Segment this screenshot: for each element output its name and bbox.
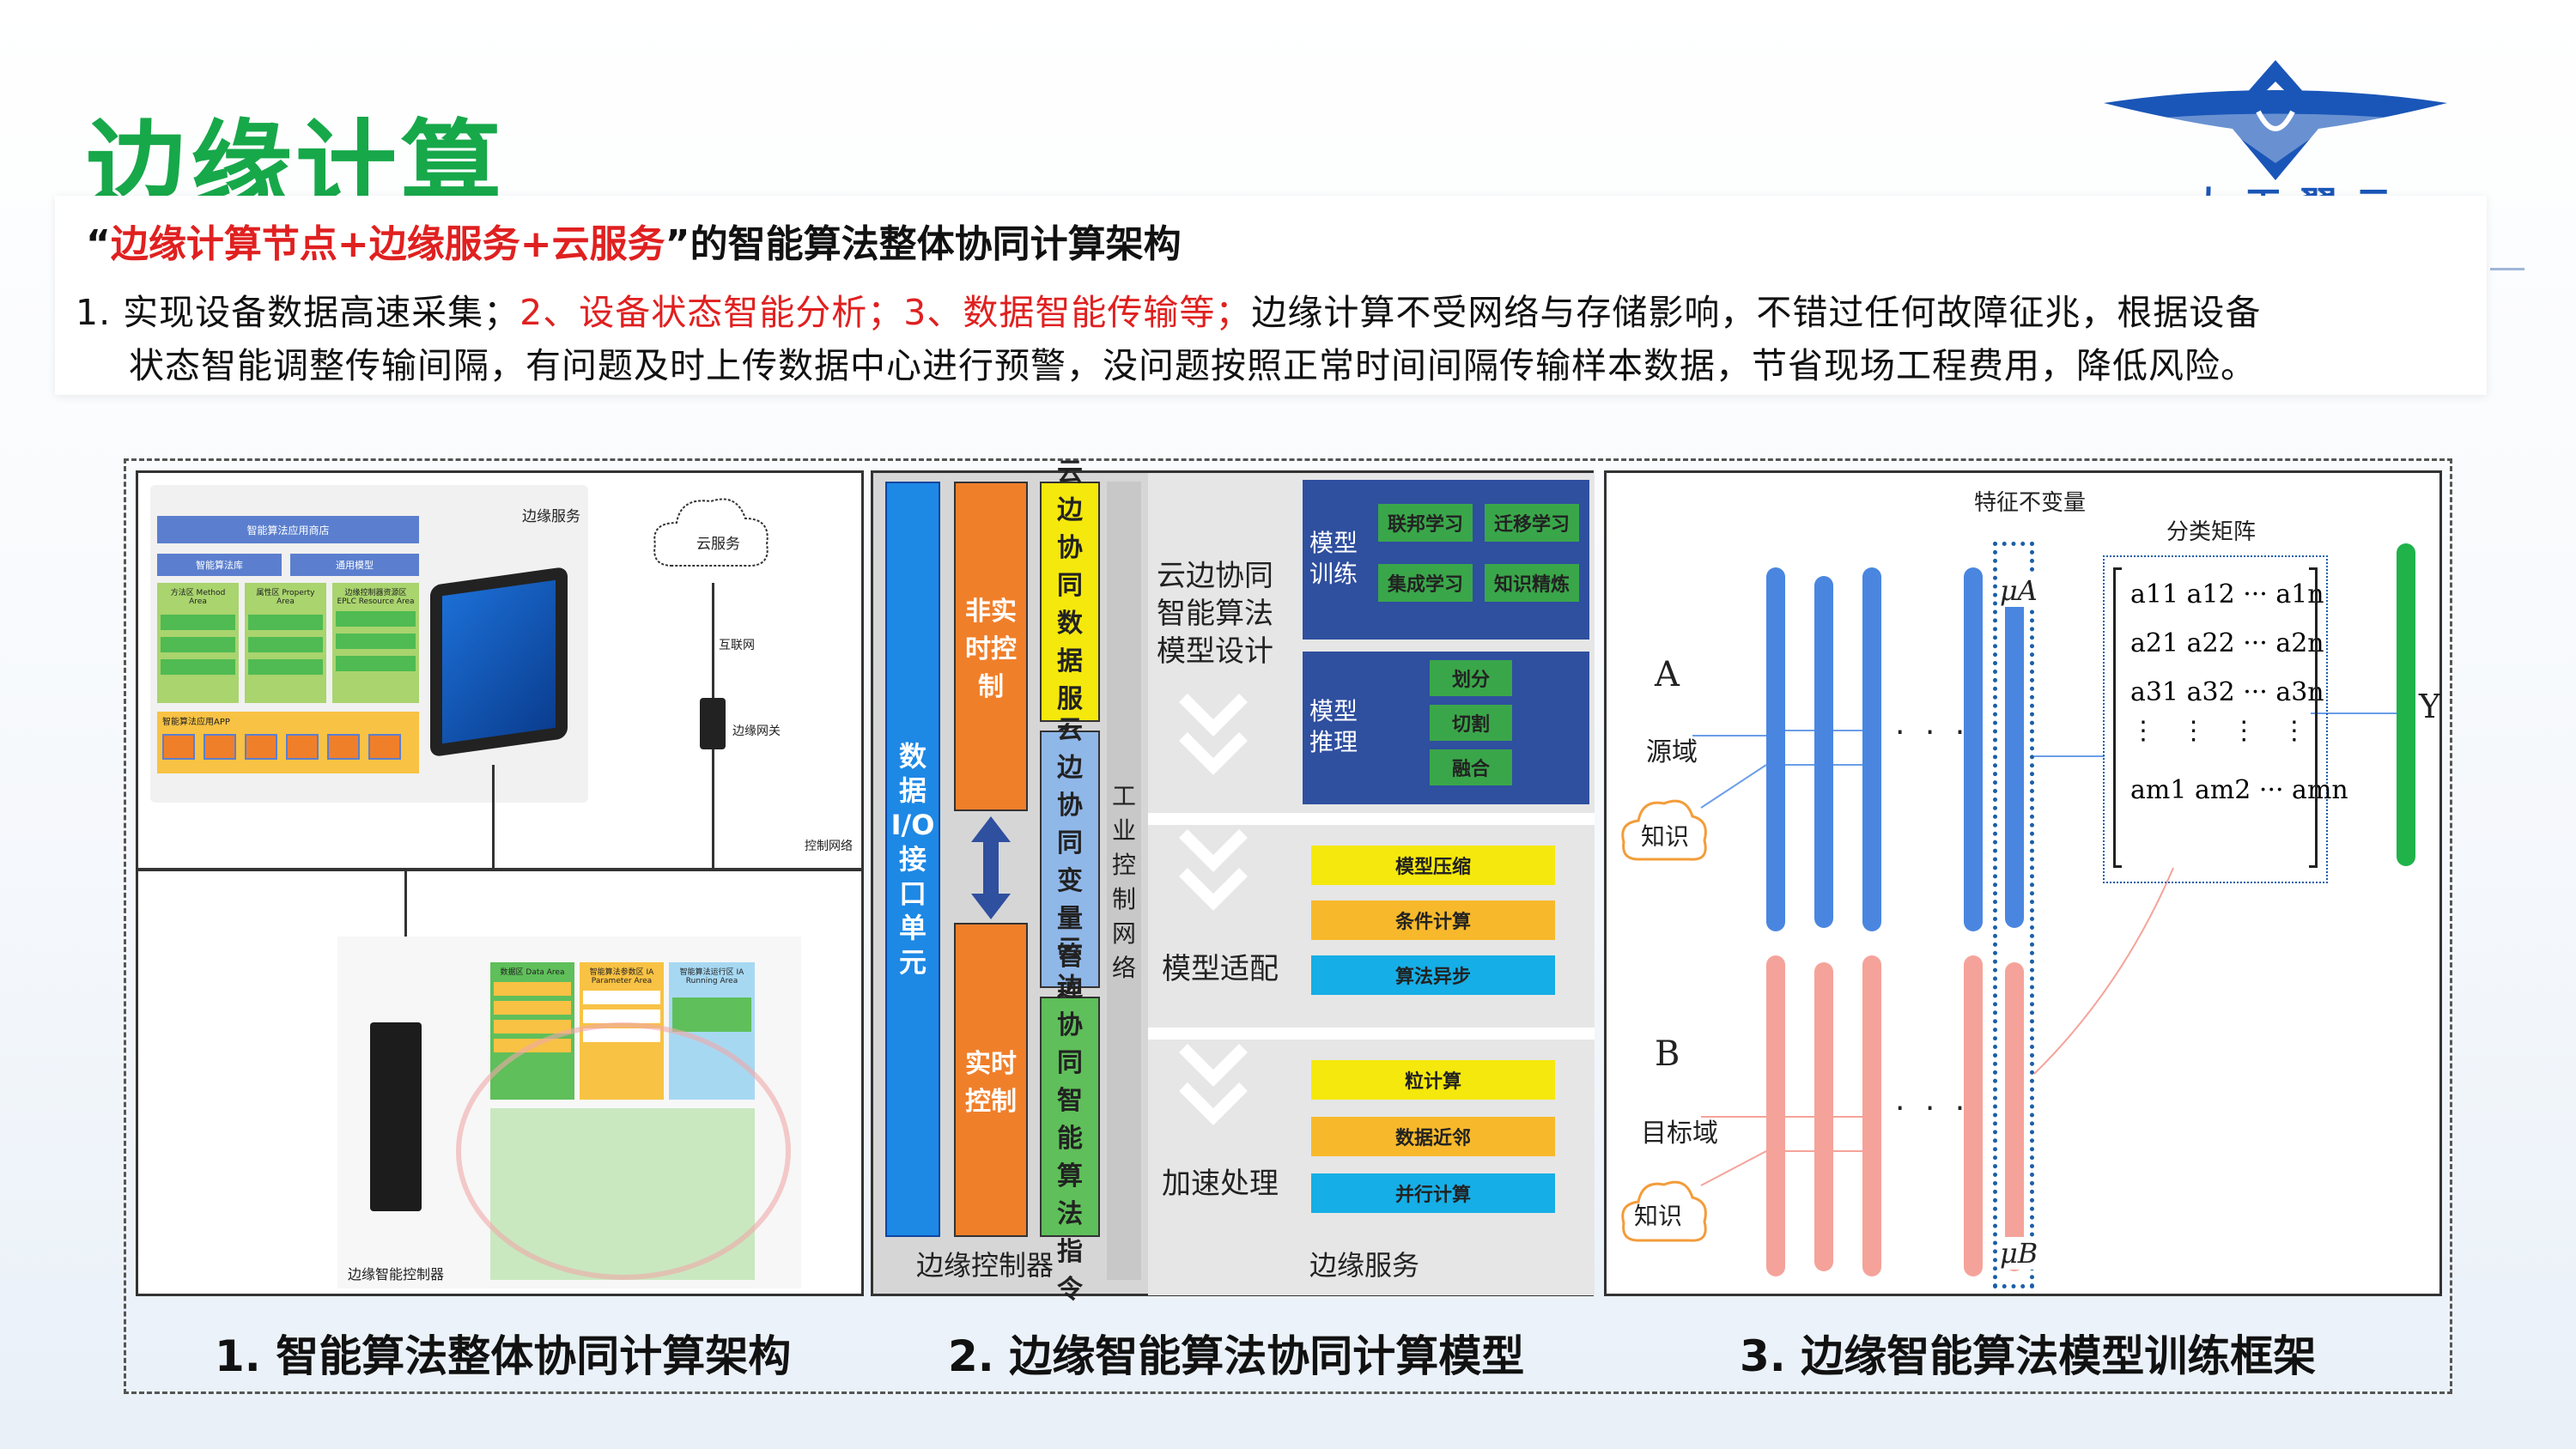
split-box: 划分: [1430, 660, 1512, 696]
industrial-network-box: 工业控制网络: [1107, 482, 1141, 1280]
adapt-label: 模型适配: [1162, 945, 1279, 987]
chevron-arrow-2: [1179, 825, 1248, 937]
async-box: 算法异步: [1311, 955, 1555, 995]
bidirectional-arrow: [971, 816, 1011, 919]
algo-models-bar: 智能算法库: [157, 554, 282, 576]
internet-line: [712, 583, 714, 710]
conditional-box: 条件计算: [1311, 900, 1555, 940]
output-label: Y: [2419, 688, 2440, 725]
app-area-label: 智能算法应用APP: [162, 714, 414, 727]
description-line-1: 1. 实现设备数据高速采集；2、设备状态智能分析；3、数据智能传输等；边缘计算不…: [76, 283, 2261, 335]
matrix-row-3: a31 a32 ··· a3n: [2130, 677, 2316, 707]
gateway-label: 边缘网关: [732, 722, 781, 739]
gateway-line: [712, 749, 714, 870]
internet-label: 互联网: [719, 636, 755, 653]
caption-2: 2. 边缘智能算法协同计算模型: [948, 1322, 1524, 1384]
tablet-line: [492, 765, 495, 870]
matrix-row-5: am1 am2 ··· amn: [2130, 775, 2316, 805]
running-loop-arrow: [456, 1022, 791, 1280]
divider-2: [1148, 1028, 1595, 1040]
cloud-command-box: 云边协同智能算法指令: [1040, 997, 1100, 1237]
running-area-label: 智能算法运行区 IA Running Area: [672, 966, 751, 985]
non-realtime-box: 非实时控制: [954, 482, 1028, 811]
app-area: 智能算法应用APP: [157, 712, 419, 773]
classification-matrix: a11 a12 ··· a1n a21 a22 ··· a2n a31 a32 …: [2103, 555, 2328, 883]
realtime-box: 实时控制: [954, 923, 1028, 1237]
edge-controller-caption: 边缘控制器: [916, 1244, 1054, 1283]
edge-controller-device: [370, 1022, 422, 1211]
headline-red: 边缘计算节点+边缘服务+云服务: [111, 222, 665, 266]
method-area-label: 方法区 Method Area: [161, 586, 235, 606]
logo-text: 大天翼云: [2190, 175, 2409, 197]
matrix-row-2: a21 a22 ··· a2n: [2130, 628, 2316, 658]
cut-box: 切割: [1430, 705, 1512, 741]
cloud-service-label: 云服务: [696, 531, 740, 553]
cloud-data-service-box: 云边协同数据服务: [1040, 482, 1100, 722]
control-network-label: 控制网络: [805, 837, 853, 854]
distill-box: 知识精炼: [1485, 564, 1579, 602]
matrix-row-4: ⋮ ⋮ ⋮ ⋮: [2130, 716, 2316, 746]
general-models-bar: 通用模型: [290, 554, 419, 576]
line1-part-b: 边缘计算不受网络与存储影响，不错过任何故障征兆，根据设备: [1251, 292, 2261, 333]
control-network-bus: [138, 868, 861, 871]
transfer-box: 迁移学习: [1485, 504, 1579, 542]
eplc-area: 边缘控制器资源区 EPLC Resource Area: [332, 583, 419, 703]
description-line-2: 状态智能调整传输间隔，有问题及时上传数据中心进行预警，没问题按照正常时间间隔传输…: [129, 336, 2257, 388]
panel-architecture: 智能算法应用商店 智能算法库 通用模型 方法区 Method Area 属性区 …: [136, 470, 864, 1296]
panel-training-framework: 特征不变量 分类矩阵 A 源域 知识 B 目标域 知识 · · · μA · ·…: [1604, 470, 2442, 1296]
matrix-row-1: a11 a12 ··· a1n: [2130, 579, 2316, 609]
method-area: 方法区 Method Area: [157, 583, 239, 703]
controller-line: [404, 871, 407, 940]
edge-service-label: 边缘服务: [522, 504, 580, 525]
granular-box: 粒计算: [1311, 1060, 1555, 1100]
infer-label: 模型推理: [1309, 696, 1361, 759]
train-label: 模型训练: [1309, 528, 1361, 591]
panel-collaborative-model: 数据I/O接口单元 非实时控制 实时控制 云边协同数据服务 云边协同变量管理 云…: [871, 470, 1594, 1296]
line1-part-a: 1. 实现设备数据高速采集；: [76, 292, 519, 333]
algo-store-bar: 智能算法应用商店: [157, 516, 419, 543]
divider-1: [1148, 813, 1595, 825]
fuse-box: 融合: [1430, 749, 1512, 785]
headline-quote: “: [86, 222, 111, 266]
caption-1: 1. 智能算法整体协同计算架构: [215, 1322, 791, 1384]
edge-controller-label: 边缘智能控制器: [348, 1263, 444, 1283]
tablet-device: [430, 567, 568, 757]
caption-3: 3. 边缘智能算法模型训练框架: [1740, 1322, 2316, 1384]
io-unit-box: 数据I/O接口单元: [885, 482, 940, 1237]
ensemble-box: 集成学习: [1378, 564, 1473, 602]
output-layer: [2397, 543, 2415, 866]
header-rule: [2490, 268, 2524, 270]
line1-red: 2、设备状态智能分析；3、数据智能传输等；: [519, 292, 1251, 333]
accelerate-label: 加速处理: [1162, 1160, 1279, 1202]
gateway-device: [700, 698, 726, 749]
property-area-label: 属性区 Property Area: [248, 586, 323, 606]
property-area: 属性区 Property Area: [245, 583, 326, 703]
headline-rest: ”的智能算法整体协同计算架构: [665, 222, 1182, 266]
chevron-arrow-3: [1179, 1040, 1248, 1134]
compress-box: 模型压缩: [1311, 846, 1555, 885]
chevron-arrow-1: [1179, 689, 1248, 801]
company-logo: 大天翼云: [2095, 60, 2456, 197]
headline: “边缘计算节点+边缘服务+云服务”的智能算法整体协同计算架构: [86, 213, 1182, 268]
design-title: 云边协同智能算法模型设计: [1157, 557, 1277, 671]
param-area-label: 智能算法参数区 IA Parameter Area: [583, 966, 660, 985]
federated-box: 联邦学习: [1378, 504, 1473, 542]
parallel-box: 并行计算: [1311, 1173, 1555, 1213]
data-area-label: 数据区 Data Area: [494, 966, 571, 977]
data-near-box: 数据近邻: [1311, 1117, 1555, 1156]
eplc-area-label: 边缘控制器资源区 EPLC Resource Area: [336, 586, 416, 606]
edge-service-caption: 边缘服务: [1309, 1244, 1419, 1283]
